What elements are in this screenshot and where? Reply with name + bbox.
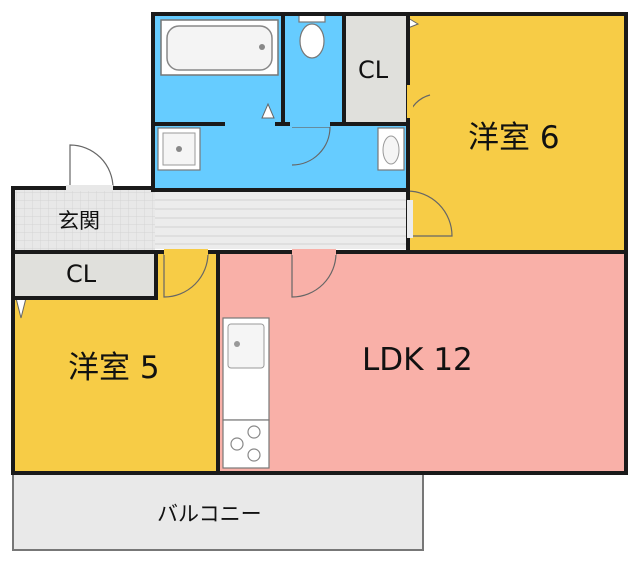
ldk-label: LDK 12 xyxy=(362,342,473,378)
door-swings xyxy=(69,94,453,298)
balcony-floor xyxy=(12,473,424,551)
hallway-floor xyxy=(155,191,407,249)
western-room-5-label: 洋室 5 xyxy=(68,350,160,386)
western-room-6-label: 洋室 6 xyxy=(468,120,560,156)
bathtub xyxy=(160,19,279,76)
kitchen-sink xyxy=(222,317,270,421)
door-openings xyxy=(66,85,413,255)
wash-basin xyxy=(377,127,405,171)
kitchen-stove xyxy=(222,419,270,469)
washing-machine-pan xyxy=(157,127,201,171)
toilet xyxy=(298,13,326,59)
closet-upper-label: CL xyxy=(358,56,389,84)
closet-lower-floor xyxy=(13,254,155,296)
closet-upper-floor xyxy=(344,15,408,123)
western-room-5-upper-floor xyxy=(157,251,218,299)
entrance-floor xyxy=(13,189,155,250)
closet-door-marks xyxy=(15,17,420,319)
entrance-label: 玄関 xyxy=(58,209,100,233)
closet-lower-label: CL xyxy=(66,260,97,288)
hallway-lines xyxy=(155,199,407,245)
ldk-floor xyxy=(218,251,626,471)
balcony-label: バルコニー xyxy=(157,502,262,526)
western-room-5-floor xyxy=(13,298,218,471)
